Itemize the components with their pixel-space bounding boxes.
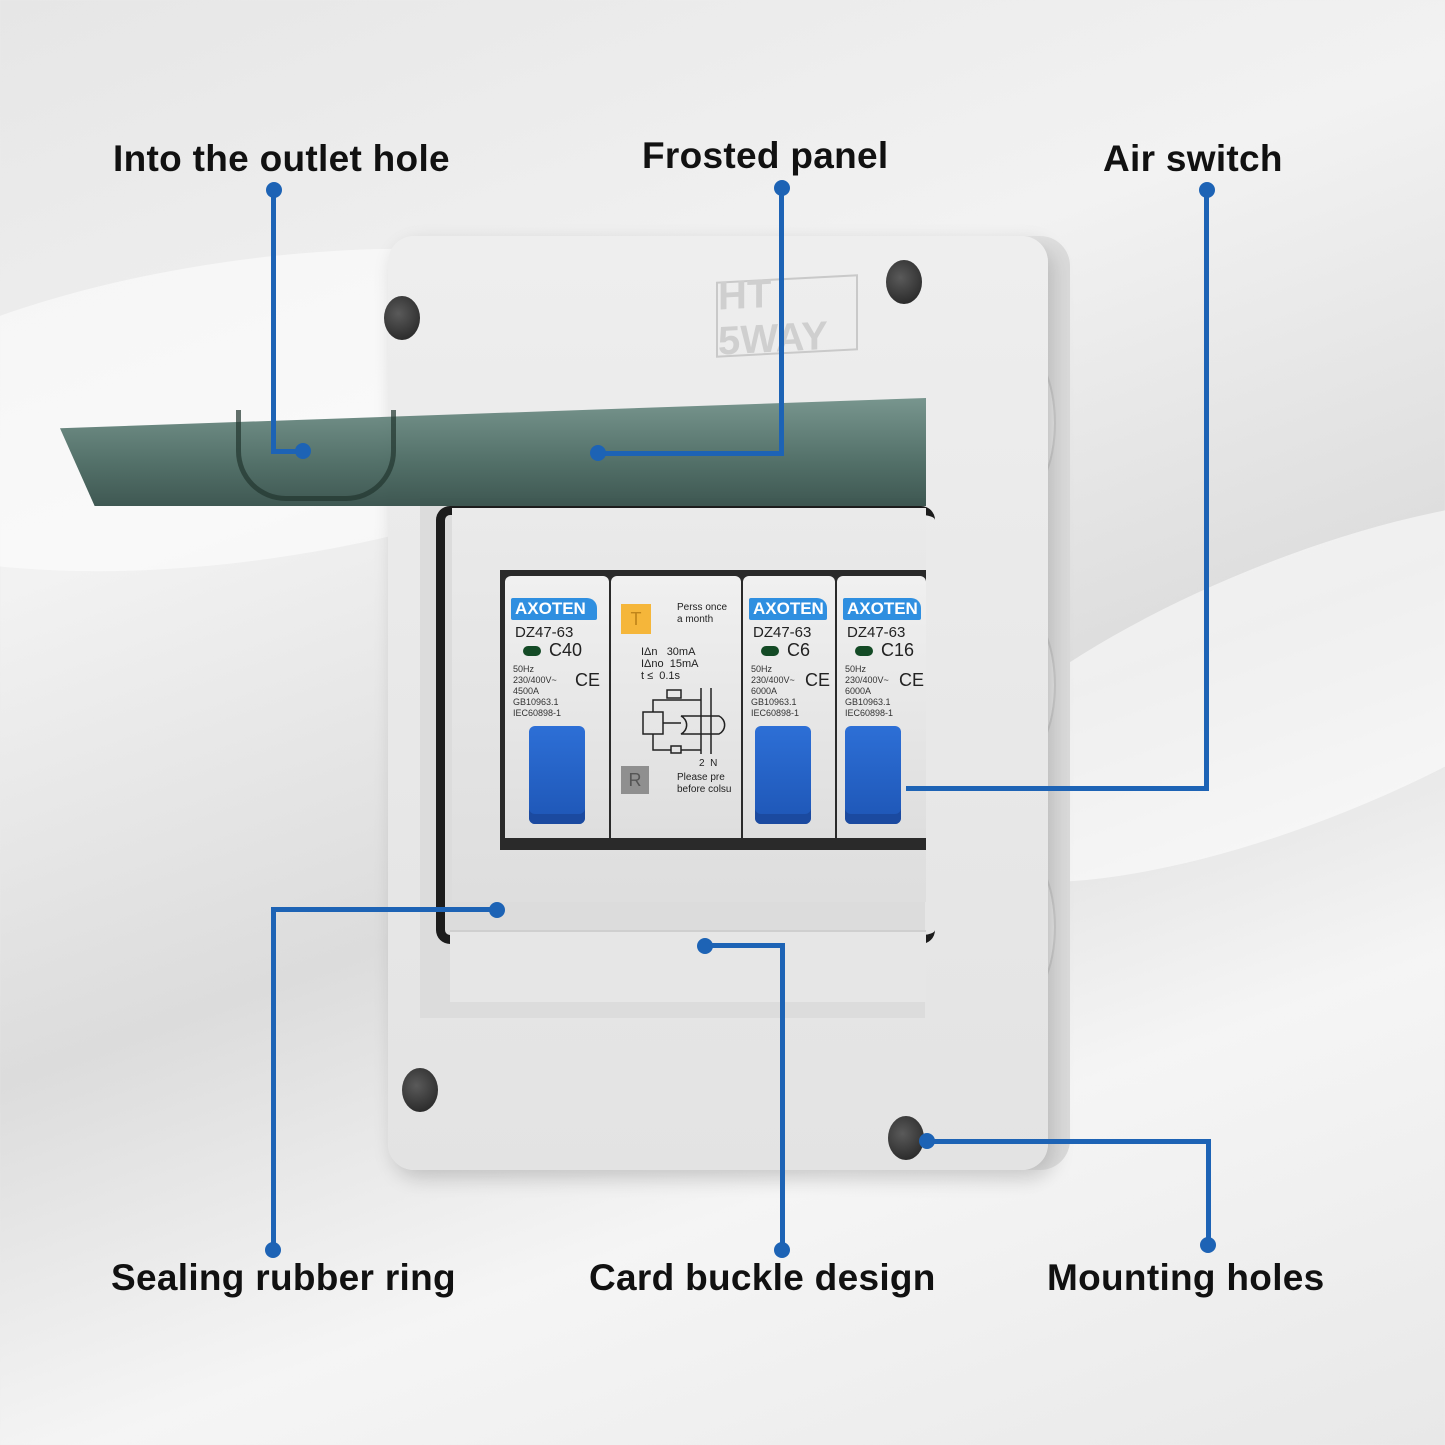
label-sealing-ring: Sealing rubber ring bbox=[111, 1257, 456, 1298]
callout-line bbox=[779, 188, 784, 454]
rating-label: C16 bbox=[881, 640, 915, 660]
reset-button[interactable]: R bbox=[621, 766, 649, 794]
circuit-breaker-c6: AXOTEN DZ47-63 C6 50Hz 230/400V~ 6000A G… bbox=[743, 576, 835, 838]
callout-line bbox=[927, 1139, 1211, 1144]
mounting-hole-icon bbox=[886, 260, 922, 304]
brand-label: AXOTEN bbox=[843, 598, 921, 620]
callout-line bbox=[271, 907, 276, 1250]
callout-dot bbox=[590, 445, 606, 461]
callout-line bbox=[906, 786, 1209, 791]
outlet-hole-recess bbox=[236, 410, 396, 501]
model-label: DZ47-63 bbox=[515, 624, 574, 641]
breaker-toggle[interactable] bbox=[755, 726, 811, 824]
residual-current-device: T Perss once a month IΔn 30mA IΔno 15mA … bbox=[611, 576, 741, 838]
callout-dot bbox=[295, 443, 311, 459]
label-card-buckle: Card buckle design bbox=[589, 1257, 936, 1298]
callout-line bbox=[1204, 190, 1209, 790]
callout-line bbox=[271, 190, 276, 452]
terminal-labels: 2 N bbox=[699, 758, 718, 769]
ce-mark: CE bbox=[899, 670, 925, 690]
card-buckle-slot bbox=[450, 930, 926, 1002]
mounting-hole-icon bbox=[888, 1116, 924, 1160]
label-air-switch: Air switch bbox=[1103, 138, 1283, 179]
model-label: DZ47-63 bbox=[753, 624, 812, 641]
enclosure-marking: HT 5WAY bbox=[716, 272, 858, 364]
model-label: DZ47-63 bbox=[847, 624, 906, 641]
callout-line bbox=[705, 943, 785, 948]
indicator-icon bbox=[855, 646, 873, 656]
callout-line bbox=[780, 943, 785, 1250]
brand-label: AXOTEN bbox=[511, 598, 597, 620]
breaker-toggle[interactable] bbox=[529, 726, 585, 824]
label-frosted-panel: Frosted panel bbox=[642, 135, 889, 176]
mounting-hole-icon bbox=[384, 296, 420, 340]
test-note: Perss once a month bbox=[677, 602, 728, 625]
indicator-icon bbox=[523, 646, 541, 656]
spec-text: 50Hz 230/400V~ 4500A GB10963.1 IEC60898-… bbox=[513, 664, 562, 718]
mounting-hole-icon bbox=[402, 1068, 438, 1112]
callout-line bbox=[271, 449, 303, 454]
callout-dot bbox=[265, 1242, 281, 1258]
callout-line bbox=[1206, 1139, 1211, 1245]
callout-line bbox=[271, 907, 499, 912]
rating-label: C6 bbox=[787, 640, 811, 660]
ce-mark: CE bbox=[805, 670, 831, 690]
spec-text: 50Hz 230/400V~ 6000A GB10963.1 IEC60898-… bbox=[845, 664, 894, 718]
rating-label: C40 bbox=[549, 640, 583, 660]
circuit-breaker-c16: AXOTEN DZ47-63 C16 50Hz 230/400V~ 6000A … bbox=[837, 576, 926, 838]
reset-note: Please pre before colsu bbox=[677, 772, 732, 795]
breaker-toggle[interactable] bbox=[845, 726, 901, 824]
callout-dot bbox=[1200, 1237, 1216, 1253]
circuit-breaker-c40: AXOTEN DZ47-63 C40 50Hz 230/400V~ 4500A … bbox=[505, 576, 609, 838]
test-button[interactable]: T bbox=[621, 604, 651, 634]
wiring-schematic-icon bbox=[642, 688, 726, 754]
brand-label: AXOTEN bbox=[749, 598, 827, 620]
label-mounting-holes: Mounting holes bbox=[1047, 1257, 1325, 1298]
callout-dot bbox=[774, 1242, 790, 1258]
rcd-ratings: IΔn 30mA IΔno 15mA t ≤ 0.1s bbox=[641, 646, 699, 682]
indicator-icon bbox=[761, 646, 779, 656]
spec-text: 50Hz 230/400V~ 6000A GB10963.1 IEC60898-… bbox=[751, 664, 800, 718]
callout-line bbox=[598, 451, 784, 456]
ce-mark: CE bbox=[575, 670, 601, 690]
label-outlet-hole: Into the outlet hole bbox=[113, 138, 450, 179]
